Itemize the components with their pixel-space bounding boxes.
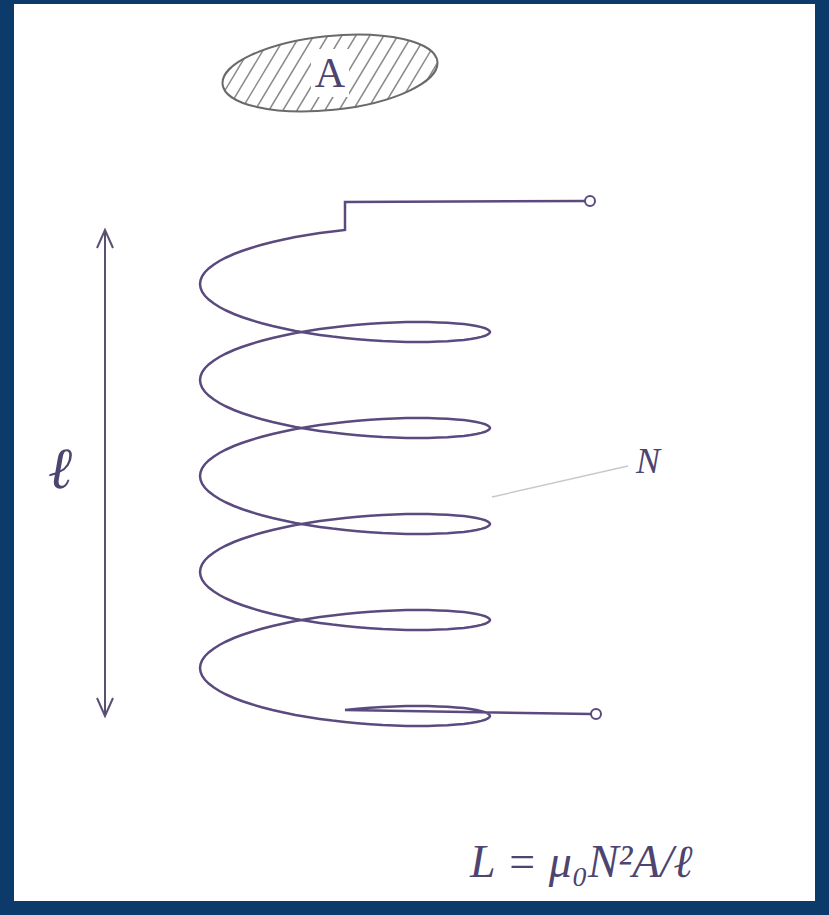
area-label: A <box>311 49 349 97</box>
paper-ground <box>14 4 815 901</box>
length-label: ℓ <box>48 435 72 502</box>
area-ellipse: A <box>220 34 440 112</box>
turns-label: N <box>636 440 660 482</box>
inductance-formula: L = μ₀N²A/ℓ <box>470 835 692 888</box>
arrow-head <box>97 230 113 248</box>
terminal <box>591 709 601 719</box>
arrow-head <box>97 698 113 716</box>
coil-wire <box>200 201 591 726</box>
length-arrow <box>104 232 106 716</box>
leader-line <box>492 466 628 497</box>
terminal <box>585 196 595 206</box>
